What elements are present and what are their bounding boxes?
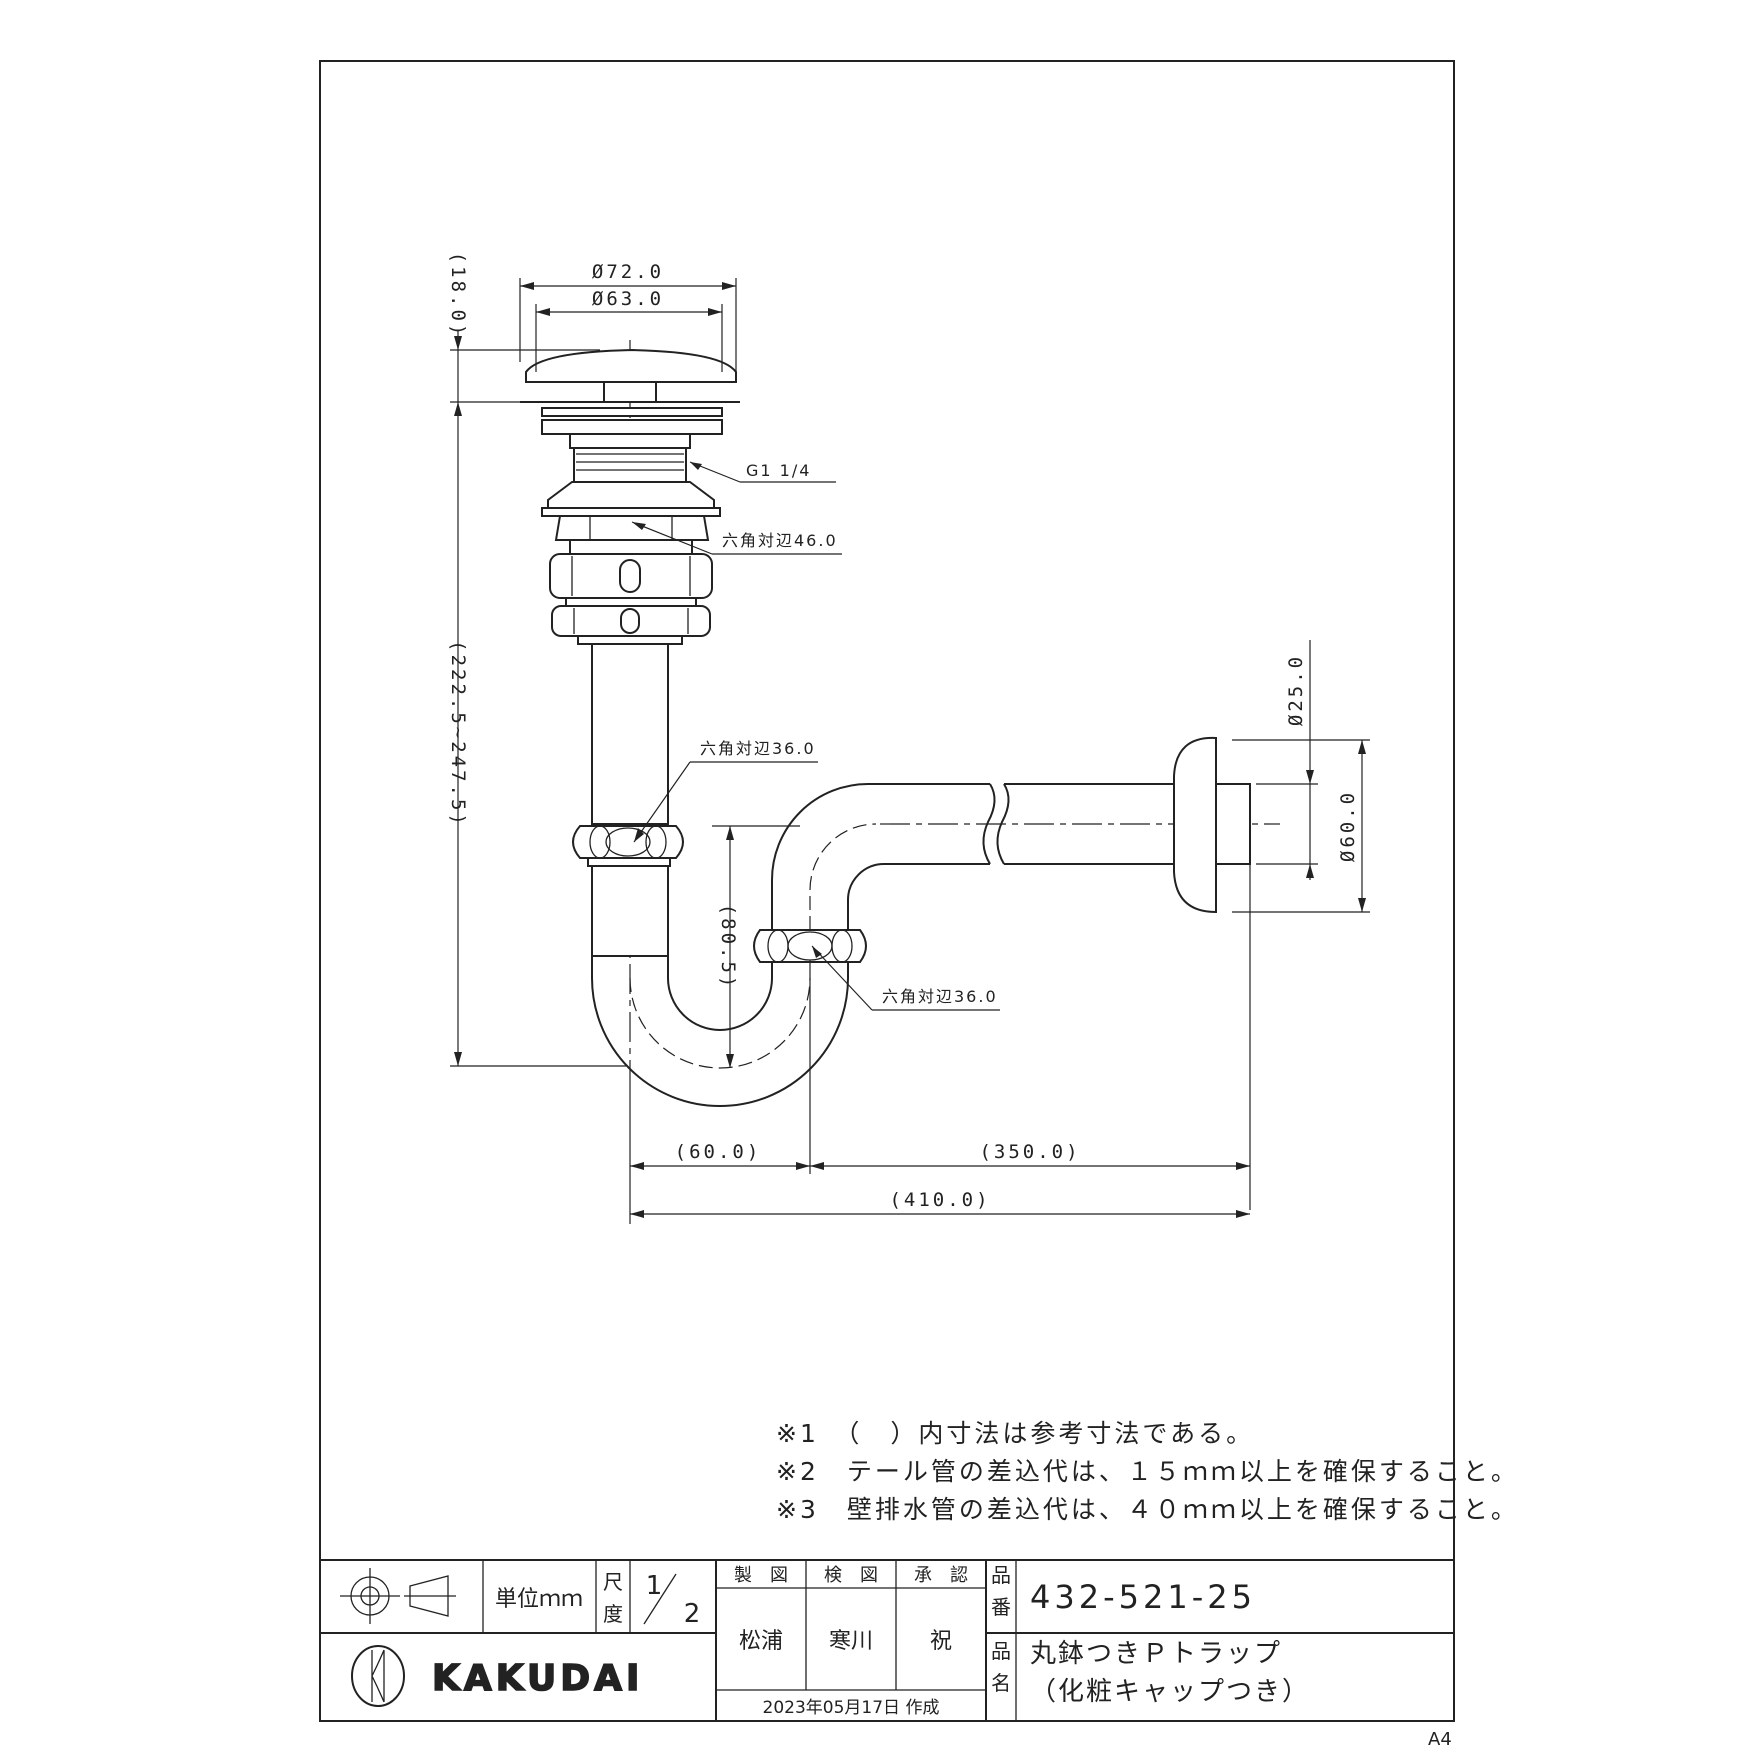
- thread-body: [569, 433, 691, 449]
- paper-size: A4: [1428, 1729, 1452, 1750]
- note-3: ※3 壁排水管の差込代は、４０ｍｍ以上を確保すること。: [776, 1495, 1519, 1524]
- part-number: 432-521-25: [1030, 1578, 1256, 1616]
- dim-seal-depth: (80.5): [717, 904, 739, 991]
- dim-wall-flange-dia: Ø60.0: [1337, 790, 1359, 862]
- col-approved: 承 認: [914, 1565, 968, 1586]
- part-name-label-2: 名: [991, 1671, 1011, 1695]
- u-bend-inner: [667, 930, 773, 1031]
- riser-outer: [771, 783, 869, 930]
- p-trap-drawing: [520, 340, 1280, 1210]
- scale-label-2: 度: [603, 1602, 623, 1626]
- unit-label: 単位ｍｍ: [495, 1587, 583, 1612]
- dim-offset: (60.0): [675, 1141, 762, 1163]
- cap-washer: [541, 407, 723, 417]
- col-checked: 検 図: [824, 1565, 878, 1586]
- flange: [541, 419, 723, 435]
- title-block: 単位ｍｍ 尺 度 1 2 製 図 検 図 承 認 松浦 寒川 祝 2023年05…: [319, 1559, 1455, 1722]
- notes: ※1 （ ）内寸法は参考寸法である。 ※2 テール管の差込代は、１５ｍｍ以上を確…: [776, 1419, 1519, 1524]
- note-2: ※2 テール管の差込代は、１５ｍｍ以上を確保すること。: [776, 1457, 1519, 1486]
- threaded-section: [573, 447, 687, 483]
- checked-by: 寒川: [829, 1629, 873, 1654]
- wall-flange: [1173, 736, 1217, 914]
- decorative-cap: [525, 348, 737, 383]
- kakudai-logo: KAKUDAI: [351, 1645, 643, 1707]
- part-name-1: 丸鉢つきＰトラップ: [1030, 1639, 1282, 1669]
- col-drawn: 製 図: [734, 1565, 788, 1586]
- third-angle-projection-icon: [340, 1568, 456, 1624]
- u-bend-outer: [591, 930, 849, 1107]
- scale-label-1: 尺: [603, 1570, 623, 1594]
- dim-cap-inner-dia: Ø63.0: [592, 288, 664, 310]
- drawn-by: 松浦: [739, 1629, 783, 1654]
- slip-nut-lower: [753, 929, 867, 963]
- approved-by: 祝: [930, 1629, 952, 1654]
- dimensions: Ø72.0 Ø63.0 (18.0) (222.5~247.5) G1 1/4 …: [447, 252, 1370, 1224]
- callout-hex-46: 六角対辺46.0: [722, 531, 838, 550]
- scale-denominator: 2: [684, 1599, 701, 1629]
- part-no-label-2: 番: [991, 1595, 1011, 1619]
- trap-inlet-pipe: [591, 865, 669, 957]
- callout-thread: G1 1/4: [746, 461, 811, 480]
- wall-pipe-end: [1215, 783, 1251, 865]
- cone-body: [547, 481, 715, 509]
- dim-tail-length: (222.5~247.5): [447, 640, 469, 828]
- scale-numerator: 1: [646, 1571, 663, 1601]
- creation-date: 2023年05月17日 作成: [763, 1698, 940, 1718]
- dim-cap-outer-dia: Ø72.0: [592, 261, 664, 283]
- part-name-label-1: 品: [991, 1639, 1011, 1663]
- riser-inner: [847, 863, 885, 930]
- part-no-label-1: 品: [991, 1563, 1011, 1587]
- tail-pipe: [591, 643, 669, 825]
- callout-hex-36-lower: 六角対辺36.0: [882, 987, 998, 1006]
- dim-cap-height: (18.0): [447, 252, 469, 339]
- slip-nut-upper: [572, 825, 684, 859]
- dim-total-length: (410.0): [889, 1189, 990, 1211]
- note-1: ※1 （ ）内寸法は参考寸法である。: [776, 1419, 1254, 1448]
- pipe-break: [982, 783, 996, 865]
- dim-wall-pipe-dia: Ø25.0: [1285, 654, 1307, 726]
- callout-hex-36-upper: 六角対辺36.0: [700, 739, 816, 758]
- cap-stem: [603, 381, 657, 403]
- part-name-2: （化粧キャップつき）: [1030, 1677, 1310, 1707]
- logo-text: KAKUDAI: [432, 1658, 643, 1699]
- hex-nut-46: [554, 515, 710, 541]
- dim-wall-pipe-length: (350.0): [979, 1141, 1080, 1163]
